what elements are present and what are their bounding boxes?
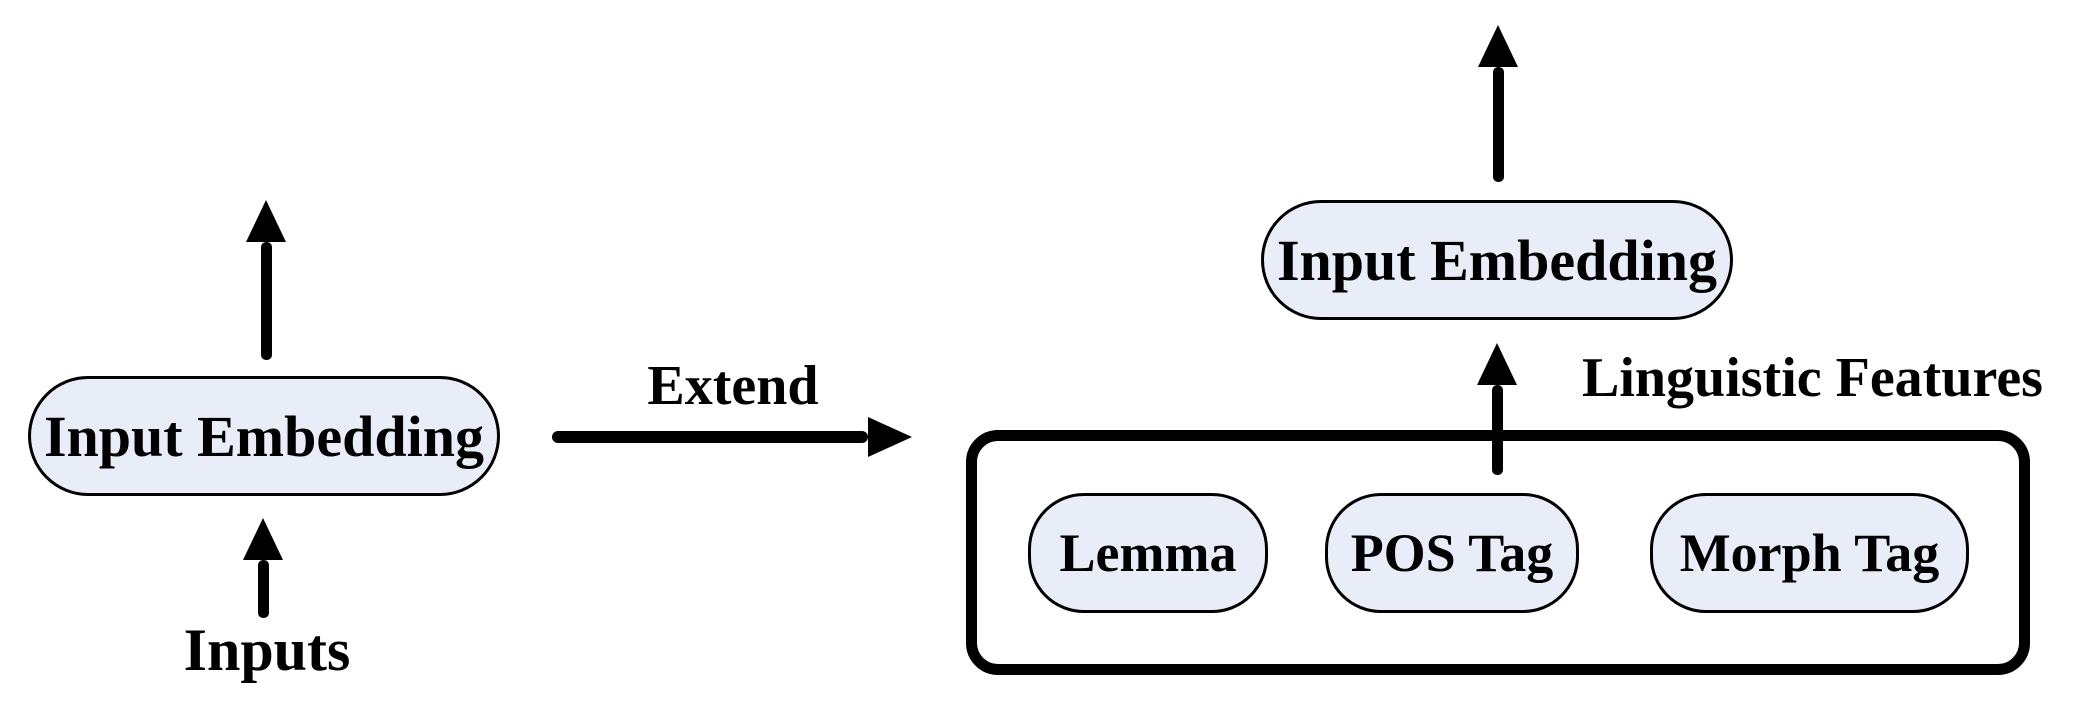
- left-input-embedding-box: Input Embedding: [28, 376, 500, 496]
- left-output-up-arrow-icon: [246, 200, 286, 360]
- left-input-embedding-label: Input Embedding: [43, 403, 485, 469]
- right-output-up-arrow-icon: [1478, 25, 1518, 182]
- feature-box-pos-tag: POS Tag: [1325, 493, 1579, 613]
- left-inputs-up-arrow-icon: [243, 518, 283, 618]
- feature-box-morph-tag: Morph Tag: [1650, 493, 1969, 613]
- linguistic-features-container: [966, 430, 2030, 675]
- arrowhead-up-icon: [1478, 25, 1518, 67]
- arrowhead-right-icon: [868, 417, 912, 457]
- inputs-label: Inputs: [183, 617, 351, 683]
- arrow-shaft: [1492, 67, 1504, 182]
- right-input-embedding-box: Input Embedding: [1261, 200, 1733, 320]
- arrowhead-up-icon: [246, 200, 286, 242]
- right-input-embedding-label: Input Embedding: [1276, 227, 1718, 293]
- feature-box-lemma: Lemma: [1028, 493, 1268, 613]
- extend-right-arrow-icon: [552, 417, 912, 457]
- arrow-shaft: [552, 431, 868, 443]
- feature-lemma-label: Lemma: [1059, 523, 1237, 583]
- extend-label: Extend: [647, 355, 819, 417]
- arrowhead-up-icon: [243, 518, 283, 560]
- arrow-shaft: [260, 242, 272, 360]
- linguistic-features-title: Linguistic Features: [1582, 347, 2043, 409]
- feature-pos-tag-label: POS Tag: [1350, 523, 1554, 583]
- feature-morph-tag-label: Morph Tag: [1679, 523, 1940, 583]
- arrow-shaft: [257, 560, 269, 618]
- arrowhead-up-icon: [1477, 343, 1517, 385]
